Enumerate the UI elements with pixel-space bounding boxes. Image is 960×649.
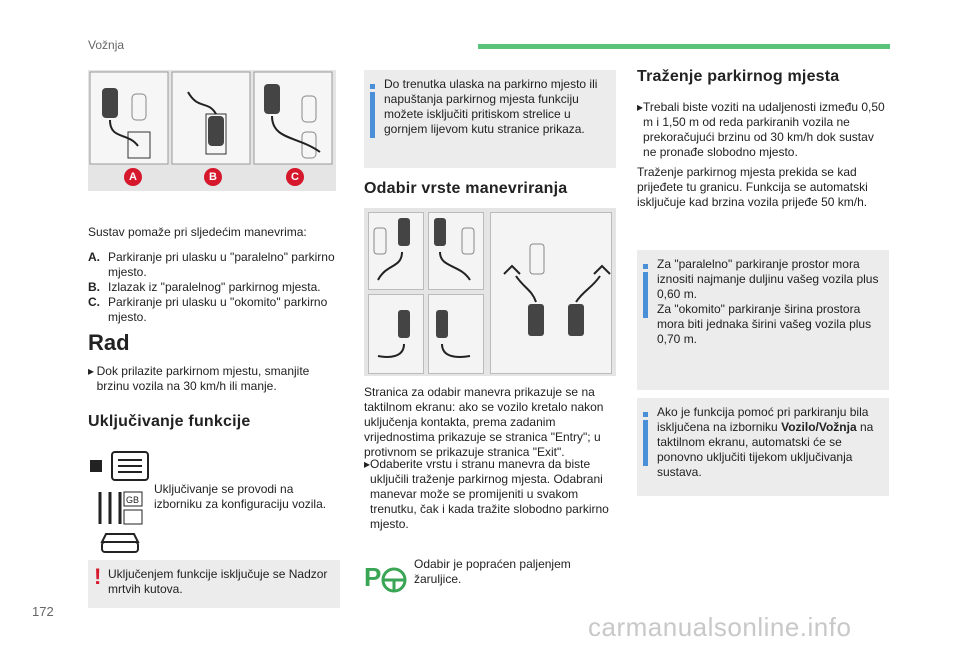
info-box-reactivation: Ako je funkcija pomoć pri parkiranju bil…	[637, 398, 889, 496]
intro-text: Sustav pomaže pri sljedećim manevrima:	[88, 225, 307, 239]
panel-perpendicular[interactable]	[490, 212, 612, 374]
maneuver-illustration: A B C	[88, 70, 336, 191]
trazenje-heading: Traženje parkirnog mjesta	[637, 68, 840, 85]
section-bar	[478, 44, 890, 49]
arrow-bullet-icon: ▸	[88, 364, 95, 378]
label-c: C	[286, 168, 304, 186]
list-item: C. Parkiranje pri ulasku u "okomito" par…	[88, 295, 328, 324]
ukljucivanje-text: Uključivanje se provodi na izborniku za …	[154, 482, 327, 511]
svg-text:P: P	[364, 562, 381, 592]
list-item: A. Parkiranje pri ulasku u "paralelno" p…	[88, 250, 335, 279]
label-b: B	[204, 168, 222, 186]
info-box-exit: Do trenutka ulaska na parkirno mjesto il…	[364, 70, 616, 168]
odabir-heading: Odabir vrste manevriranja	[364, 180, 568, 197]
arrow-bullet-icon: ▸	[364, 457, 371, 471]
parking-lamp-icon: P	[364, 560, 408, 601]
page-number: 172	[32, 604, 54, 619]
info-box-dimensions: Za "paralelno" parkiranje prostor mora i…	[637, 250, 889, 390]
svg-text:GB: GB	[126, 495, 139, 505]
trazenje-text: Traženje parkirnog mjesta prekida se kad…	[637, 165, 868, 209]
settings-menu-icon: GB	[90, 450, 152, 565]
odabir-bullet: ▸ Odaberite vrstu i stranu manevra da bi…	[364, 457, 609, 531]
rad-heading: Rad	[88, 330, 130, 355]
maneuver-list: A. Parkiranje pri ulasku u "paralelno" p…	[88, 250, 340, 325]
trazenje-bullet: ▸ Trebali biste voziti na udaljenosti iz…	[637, 100, 885, 159]
info-icon	[370, 84, 375, 138]
odabir-text: Stranica za odabir manevra prikazuje se …	[364, 385, 604, 459]
list-item: B. Izlazak iz "paralelnog" parkirnog mje…	[88, 280, 321, 294]
maneuver-diagram	[89, 71, 333, 165]
warning-box: ! Uključenjem funkcije isključuje se Nad…	[88, 560, 340, 608]
rad-bullet: ▸ Dok prilazite parkirnom mjestu, smanji…	[88, 364, 310, 393]
lamp-text: Odabir je popraćen paljenjem žaruljice.	[414, 557, 571, 586]
info-reactivation-text: Ako je funkcija pomoć pri parkiranju bil…	[657, 405, 874, 479]
panel-parallel-left-exit[interactable]	[368, 294, 424, 374]
section-title: Vožnja	[88, 38, 125, 52]
label-a: A	[124, 168, 142, 186]
info-icon	[643, 412, 648, 466]
watermark: carmanualsonline.info	[588, 612, 852, 642]
maneuver-selection-screen	[364, 208, 616, 376]
ukljucivanje-heading: Uključivanje funkcije	[88, 413, 251, 430]
arrow-bullet-icon: ▸	[637, 100, 644, 114]
info-icon	[643, 264, 648, 318]
panel-parallel-left-entry[interactable]	[368, 212, 424, 290]
warning-icon: !	[94, 564, 102, 589]
